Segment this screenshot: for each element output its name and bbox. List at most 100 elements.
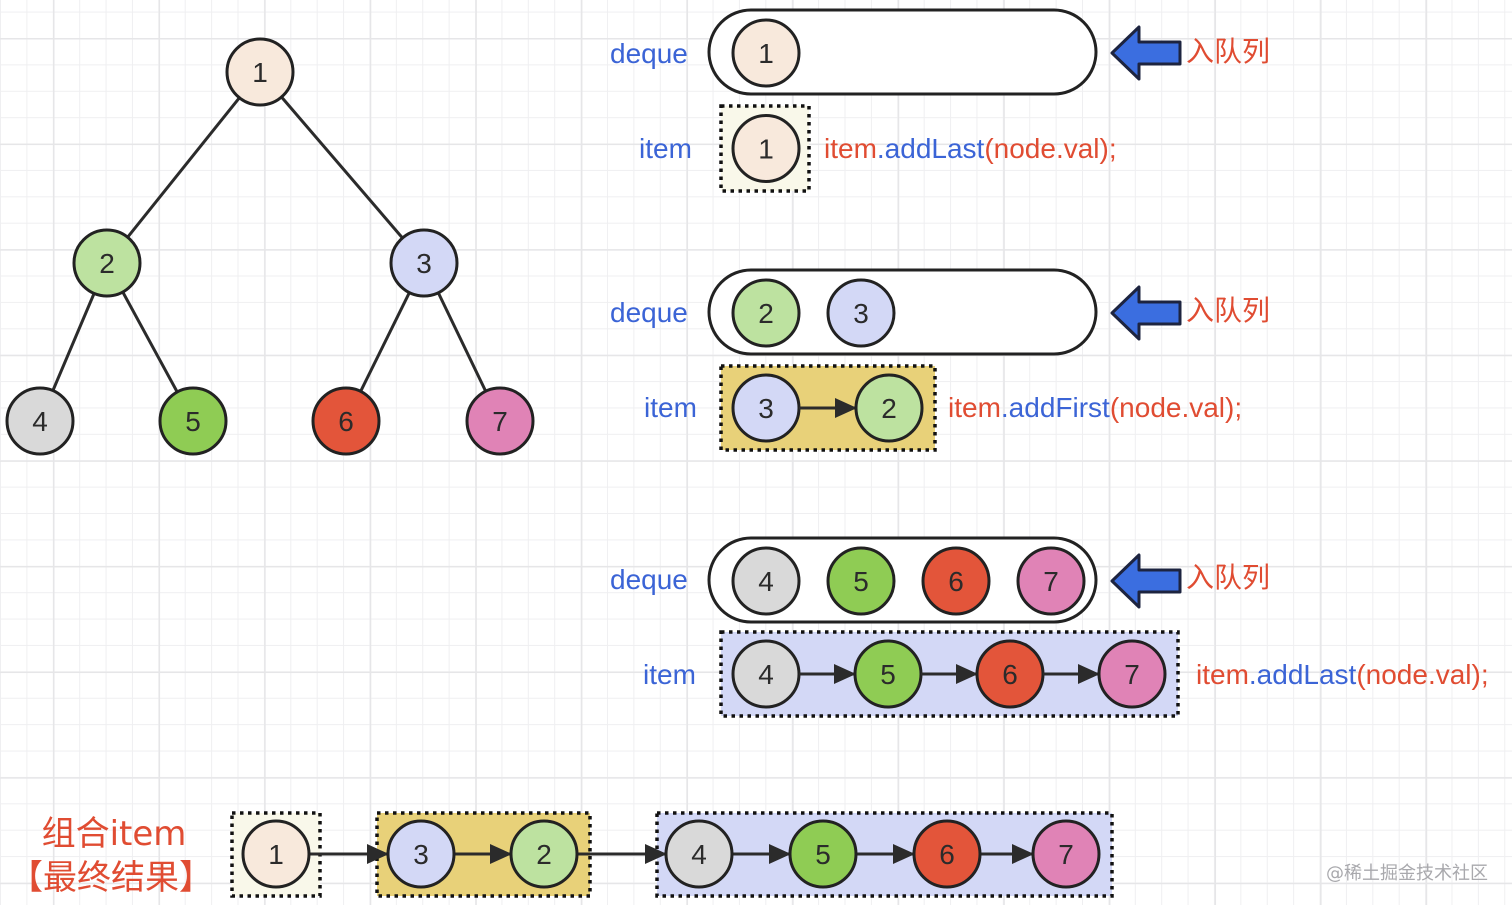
node-value: 7 xyxy=(1058,839,1074,870)
final-node-4: 4 xyxy=(664,819,734,889)
node-circle xyxy=(5,386,75,456)
final-result-title: 组合item 【最终结果】 xyxy=(9,812,214,900)
enqueue-label-level-2: 入队列 xyxy=(1186,294,1271,327)
code-object: item xyxy=(1196,659,1249,690)
deque-container xyxy=(707,268,1098,356)
deque-container xyxy=(707,536,1098,624)
code-method: .addFirst xyxy=(1000,392,1110,423)
final-node-1: 1 xyxy=(241,819,311,889)
node-circle xyxy=(1031,819,1101,889)
node-value: 4 xyxy=(32,406,48,437)
tree-node-1: 1 xyxy=(225,37,295,107)
node-value: 2 xyxy=(536,839,552,870)
node-value: 6 xyxy=(338,406,354,437)
code-args: (node.val); xyxy=(984,133,1117,164)
item-node-5: 5 xyxy=(853,639,923,709)
final-node-7: 7 xyxy=(1031,819,1101,889)
node-circle xyxy=(826,546,896,616)
node-circle xyxy=(912,819,982,889)
node-value: 6 xyxy=(1002,659,1018,690)
node-value: 5 xyxy=(815,839,831,870)
deque-container xyxy=(707,8,1098,96)
item-node-6: 6 xyxy=(975,639,1045,709)
item-label-level-3: item xyxy=(643,659,696,690)
node-circle xyxy=(158,386,228,456)
item-node-1: 1 xyxy=(731,114,801,183)
node-circle xyxy=(311,386,381,456)
deque-node-3: 3 xyxy=(826,278,896,348)
tree-edge-3-7 xyxy=(436,292,488,392)
tree-edge-2-4 xyxy=(51,292,96,392)
item-node-4: 4 xyxy=(731,639,801,709)
final-title-line-1: 组合item xyxy=(41,814,187,854)
node-value: 4 xyxy=(758,659,774,690)
deque-label-level-1: deque xyxy=(610,38,688,69)
deque-node-7: 7 xyxy=(1016,546,1086,616)
node-circle xyxy=(731,18,801,88)
tree-node-4: 4 xyxy=(5,386,75,456)
level-1: 11 xyxy=(707,8,1182,193)
node-value: 2 xyxy=(99,248,115,279)
final-result-chain: 1 3 2 4 5 6 7 xyxy=(230,811,1114,898)
node-value: 3 xyxy=(853,298,869,329)
node-value: 3 xyxy=(416,248,432,279)
item-label-level-2: item xyxy=(644,392,697,423)
node-value: 7 xyxy=(1043,566,1059,597)
tree-edge-2-5 xyxy=(121,291,179,393)
node-value: 4 xyxy=(758,566,774,597)
enqueue-arrow-icon xyxy=(1110,553,1182,609)
node-value: 1 xyxy=(758,38,774,69)
tree-node-7: 7 xyxy=(465,386,535,456)
node-value: 2 xyxy=(758,298,774,329)
node-value: 6 xyxy=(939,839,955,870)
node-circle xyxy=(788,819,858,889)
node-value: 3 xyxy=(413,839,429,870)
node-circle xyxy=(386,819,456,889)
deque-node-5: 5 xyxy=(826,546,896,616)
code-method: .addLast xyxy=(876,133,985,164)
code-statement-level-1: item.addLast(node.val); xyxy=(824,135,1117,163)
node-value: 1 xyxy=(268,839,284,870)
node-circle xyxy=(509,819,579,889)
node-value: 6 xyxy=(948,566,964,597)
code-args: (node.val); xyxy=(1356,659,1489,690)
item-node-2: 2 xyxy=(854,373,924,443)
node-circle xyxy=(731,546,801,616)
item-node-7: 7 xyxy=(1097,639,1167,709)
code-statement-level-3: item.addLast(node.val); xyxy=(1196,661,1489,689)
enqueue-arrow-icon xyxy=(1110,25,1182,81)
deque-node-6: 6 xyxy=(921,546,991,616)
node-value: 7 xyxy=(1124,659,1140,690)
node-circle xyxy=(854,373,924,443)
deque-label-level-3: deque xyxy=(610,564,688,595)
node-circle xyxy=(389,228,459,298)
final-node-3: 3 xyxy=(386,819,456,889)
node-circle xyxy=(241,819,311,889)
tree-node-6: 6 xyxy=(311,386,381,456)
final-title-line-2: 【最终结果】 xyxy=(9,858,213,899)
deque-label-level-2: deque xyxy=(610,297,688,328)
enqueue-arrow-icon xyxy=(1110,285,1182,341)
code-args: (node.val); xyxy=(1109,392,1243,423)
level-3: 4 5 6 7 4 5 6 7 xyxy=(707,536,1182,718)
deque-node-2: 2 xyxy=(731,278,801,348)
node-circle xyxy=(664,819,734,889)
tree-edge-1-2 xyxy=(126,96,241,239)
node-value: 1 xyxy=(252,57,268,88)
node-value: 5 xyxy=(853,566,869,597)
node-circle xyxy=(1097,639,1167,709)
node-circle xyxy=(731,278,801,348)
code-statement-level-2: item.addFirst(node.val); xyxy=(948,394,1242,422)
tree-node-2: 2 xyxy=(72,228,142,298)
node-circle xyxy=(826,278,896,348)
node-circle xyxy=(72,228,142,298)
enqueue-label-level-1: 入队列 xyxy=(1186,35,1271,68)
node-value: 5 xyxy=(880,659,896,690)
code-method: .addLast xyxy=(1248,659,1357,690)
node-circle xyxy=(1016,546,1086,616)
deque-node-4: 4 xyxy=(731,546,801,616)
